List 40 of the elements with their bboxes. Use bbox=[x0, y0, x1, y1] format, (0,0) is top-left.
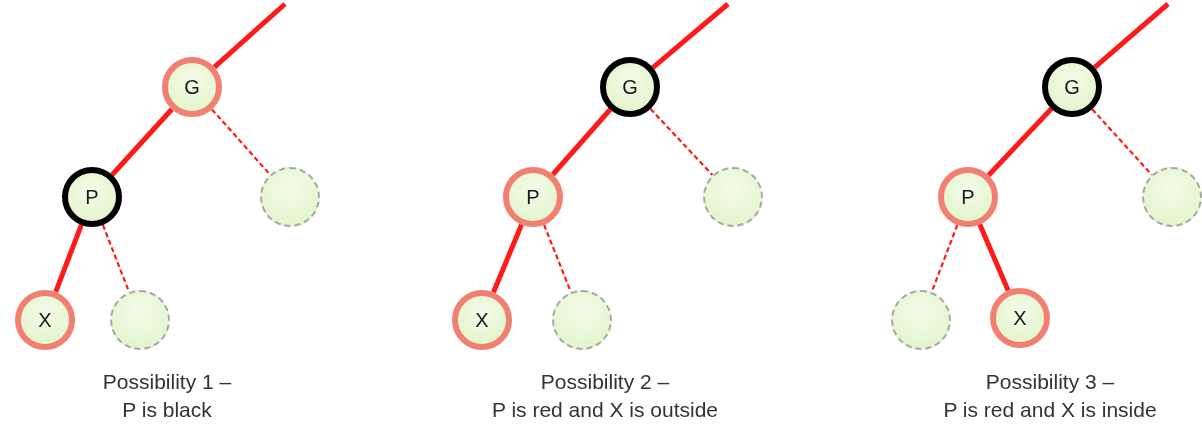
caption: Possibility 2 – P is red and X is outside bbox=[490, 369, 720, 423]
caption: Possibility 1 – P is black bbox=[101, 369, 233, 423]
empty-circle-node bbox=[1142, 167, 1202, 227]
tree-edge bbox=[977, 223, 1011, 292]
dashed-tree-edge bbox=[930, 224, 959, 293]
tree-node-circle bbox=[990, 288, 1050, 348]
node-label: P bbox=[85, 185, 99, 209]
tree-node-circle bbox=[1042, 57, 1102, 117]
tree-node-circle bbox=[452, 290, 512, 350]
node-label: X bbox=[475, 308, 489, 332]
node-label: G bbox=[1064, 75, 1080, 99]
tree-edge bbox=[1093, 2, 1170, 70]
tree-edge bbox=[53, 224, 84, 293]
tree-edge bbox=[651, 2, 730, 70]
empty-circle-node bbox=[260, 167, 320, 227]
tree-edge bbox=[986, 107, 1054, 177]
tree-edge bbox=[110, 107, 174, 177]
caption: Possibility 3 – P is red and X is inside bbox=[942, 369, 1158, 423]
empty-circle-node bbox=[891, 290, 951, 350]
tree-edge bbox=[550, 107, 613, 177]
tree-node-circle bbox=[62, 167, 122, 227]
tree-edge bbox=[491, 223, 524, 294]
empty-circle-node bbox=[703, 167, 763, 227]
dashed-tree-edge bbox=[211, 108, 271, 176]
node-label: X bbox=[38, 308, 52, 332]
dashed-tree-edge bbox=[649, 108, 714, 176]
empty-circle-node bbox=[110, 290, 170, 350]
node-label: G bbox=[622, 75, 638, 99]
empty-circle-node bbox=[552, 290, 612, 350]
node-label: G bbox=[184, 75, 200, 99]
tree-node-circle bbox=[600, 57, 660, 117]
node-label: P bbox=[961, 185, 975, 209]
tree-edge bbox=[212, 2, 287, 69]
tree-node-circle bbox=[162, 57, 222, 117]
dashed-tree-edge bbox=[1091, 108, 1153, 176]
tree-node-circle bbox=[503, 167, 563, 227]
tree-node-circle bbox=[15, 290, 75, 350]
node-label: X bbox=[1013, 306, 1027, 330]
node-label: P bbox=[526, 185, 540, 209]
tree-node-circle bbox=[938, 167, 998, 227]
